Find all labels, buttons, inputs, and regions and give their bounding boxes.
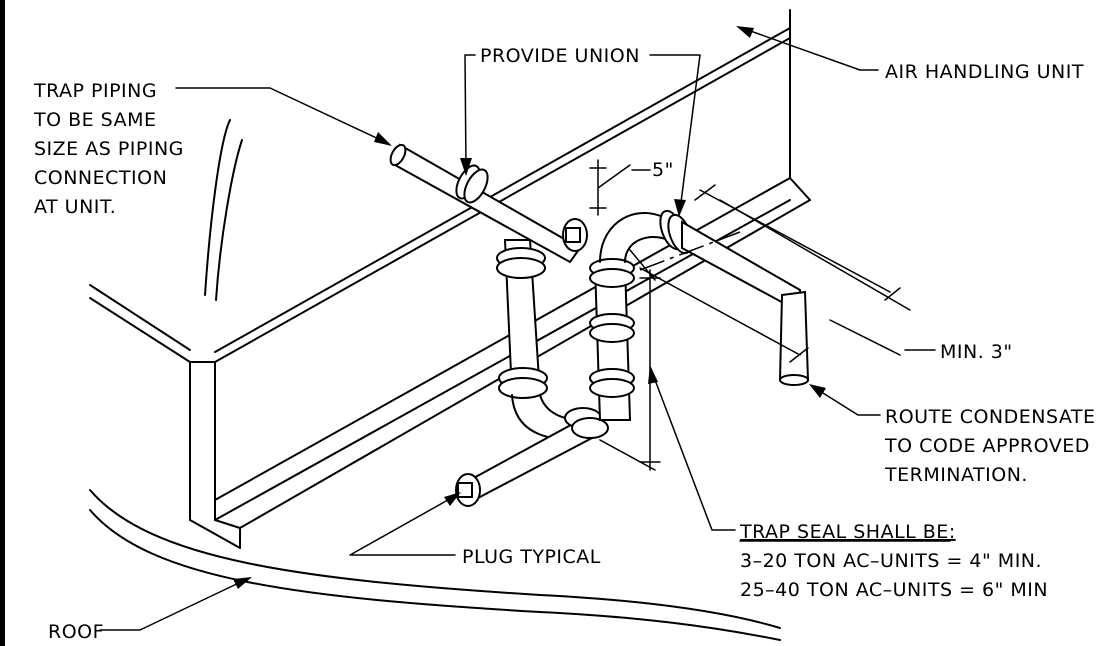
route-condensate-line-2: TO CODE APPROVED: [884, 435, 1090, 457]
dimension-lines: [589, 159, 911, 471]
roof-label: ROOF: [48, 621, 104, 643]
trap-seal-line-2: 25–40 TON AC–UNITS = 6" MIN: [740, 579, 1048, 601]
min-3-label: MIN. 3": [940, 341, 1013, 363]
trap-piping-line-4: CONNECTION: [34, 167, 167, 189]
trap-piping: [389, 143, 810, 507]
trap-piping-line-3: SIZE AS PIPING: [34, 138, 184, 160]
dim-5-label: 5": [652, 159, 674, 181]
trap-piping-line-1: TRAP PIPING: [33, 80, 157, 102]
route-condensate-line-3: TERMINATION.: [884, 464, 1028, 486]
roof-lines: [89, 489, 781, 641]
trap-seal-line-1: 3–20 TON AC–UNITS = 4" MIN.: [740, 550, 1042, 572]
left-border: [0, 0, 5, 646]
trap-piping-line-2: TO BE SAME: [33, 109, 157, 131]
air-handling-unit-drawing: [89, 9, 811, 549]
provide-union-label: PROVIDE UNION: [480, 45, 640, 67]
trap-piping-line-5: AT UNIT.: [34, 196, 116, 218]
air-handling-unit-label: AIR HANDLING UNIT: [885, 61, 1084, 83]
route-condensate-line-1: ROUTE CONDENSATE: [885, 406, 1096, 428]
plug-typical-label: PLUG TYPICAL: [462, 546, 601, 568]
leader-lines: [99, 26, 936, 631]
annotation-text: TRAP PIPING TO BE SAME SIZE AS PIPING CO…: [33, 45, 1096, 643]
trap-seal-title: TRAP SEAL SHALL BE:: [739, 521, 956, 543]
